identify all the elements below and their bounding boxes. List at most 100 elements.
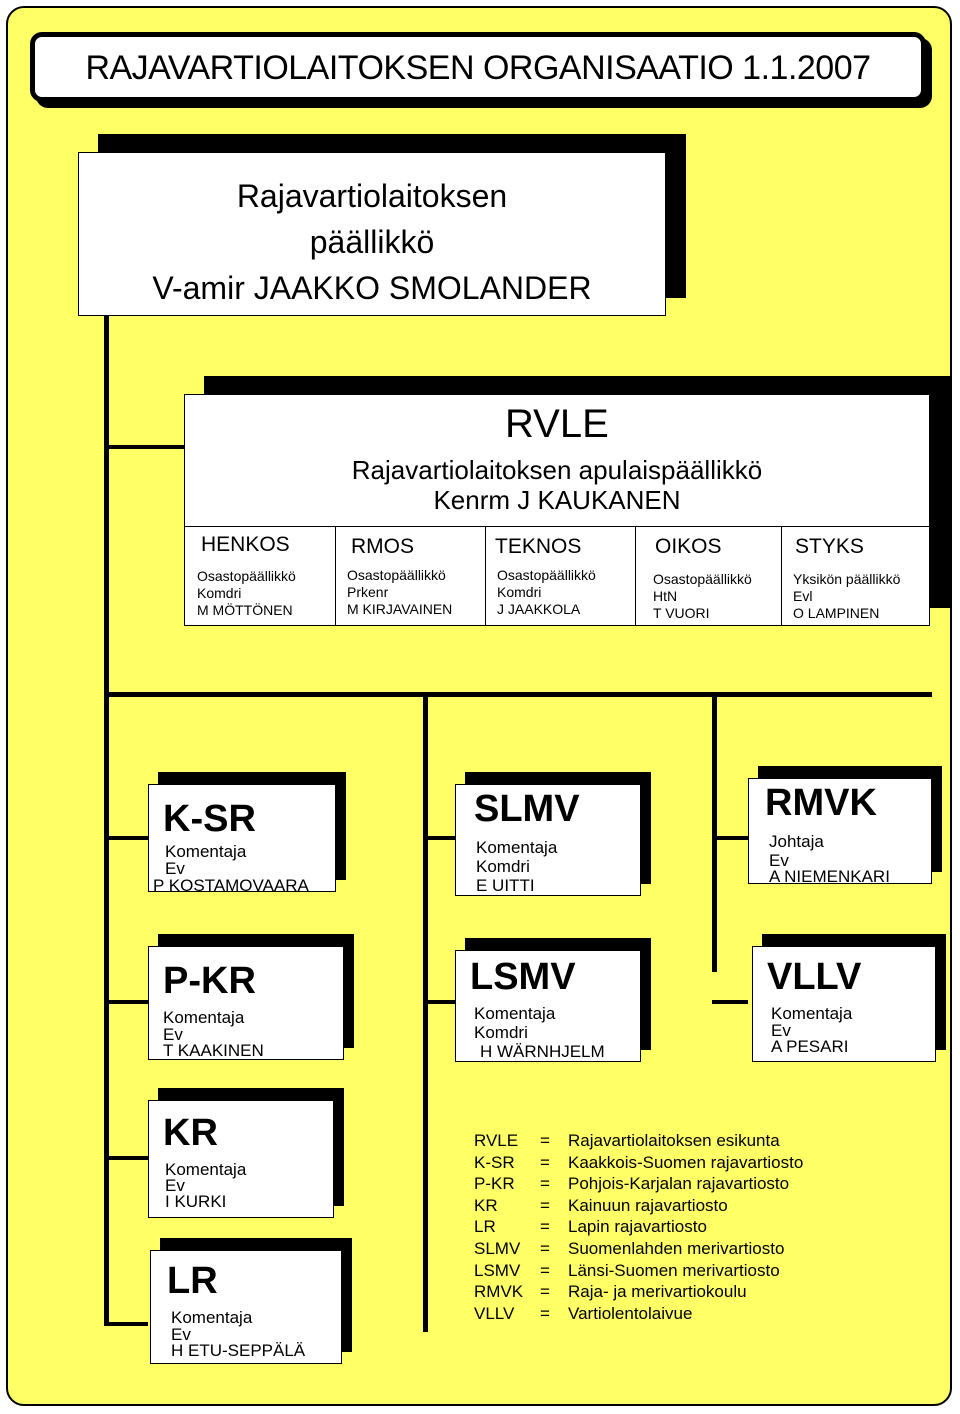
- chief-name: V-amir JAAKKO SMOLANDER: [152, 270, 592, 306]
- unit-person: H WÄRNHJELM: [480, 1042, 605, 1061]
- legend-abbr: SLMV: [474, 1238, 521, 1258]
- legend-eq: =: [540, 1152, 550, 1172]
- unit-role: Komentaja: [165, 842, 247, 861]
- connector-to-lsmv: [423, 1000, 455, 1004]
- dept-name: TEKNOS: [495, 535, 582, 558]
- legend-abbr: P-KR: [474, 1174, 515, 1194]
- page-title: RAJAVARTIOLAITOKSEN ORGANISAATIO 1.1.200…: [85, 49, 871, 87]
- dept-name: RMOS: [351, 535, 414, 558]
- dept-person: M MÖTTÖNEN: [197, 602, 293, 618]
- connector-horizontal-units: [104, 692, 932, 697]
- connector-to-vllv: [712, 1000, 748, 1004]
- unit-box-ksr: K-SR Komentaja Ev P KOSTAMOVAARA: [148, 784, 336, 895]
- dept-divider-3: [635, 526, 636, 626]
- legend-desc: Suomenlahden merivartiosto: [568, 1238, 785, 1258]
- unit-abbr: LR: [167, 1260, 218, 1302]
- rvle-person: Kenrm J KAUKANEN: [433, 485, 681, 515]
- unit-rank: Ev: [171, 1325, 191, 1344]
- legend-row: RVLE = Rajavartiolaitoksen esikunta: [474, 1130, 803, 1152]
- unit-box-lsmv: LSMV Komentaja Komdri H WÄRNHJELM: [455, 950, 641, 1062]
- dept-person: M KIRJAVAINEN: [347, 601, 453, 617]
- unit-role: Komentaja: [474, 1004, 556, 1023]
- dept-person: J JAAKKOLA: [497, 601, 581, 617]
- unit-box-kr: KR Komentaja Ev I KURKI: [148, 1100, 334, 1218]
- unit-abbr: P-KR: [163, 960, 256, 1002]
- connector-to-slmv: [423, 836, 455, 840]
- dept-role: Osastopäällikkö: [197, 568, 296, 584]
- connector-chief-to-rvle: [104, 445, 184, 449]
- unit-rank: Ev: [769, 851, 789, 870]
- dept-divider-2: [485, 526, 486, 626]
- unit-role: Komentaja: [165, 1160, 247, 1179]
- dept-rank: HtN: [653, 588, 678, 604]
- unit-box-lr: LR Komentaja Ev H ETU-SEPPÄLÄ: [150, 1250, 342, 1364]
- legend-abbr: KR: [474, 1195, 498, 1215]
- chief-title-line2: päällikkö: [309, 224, 435, 260]
- dept-role: Osastopäällikkö: [653, 571, 752, 587]
- legend-eq: =: [540, 1217, 550, 1237]
- legend-desc: Vartiolentolaivue: [568, 1303, 693, 1323]
- legend-row: KR=Kainuun rajavartiosto: [474, 1195, 803, 1217]
- legend-eq: =: [540, 1260, 550, 1280]
- connector-to-rmvk: [712, 836, 748, 840]
- rvle-role: Rajavartiolaitoksen apulaispäällikkö: [351, 455, 763, 485]
- dept-person: T VUORI: [653, 605, 710, 621]
- dept-role: Osastopäällikkö: [497, 567, 596, 583]
- unit-rank: Ev: [165, 1176, 185, 1195]
- rvle-box: RVLE Rajavartiolaitoksen apulaispäällikk…: [184, 394, 930, 626]
- legend-row: LSMV=Länsi-Suomen merivartiosto: [474, 1260, 803, 1282]
- legend-row: LR = Lapin rajavartiosto: [474, 1216, 803, 1238]
- abbreviation-legend: RVLE = Rajavartiolaitoksen esikunta K-SR = K…: [474, 1130, 803, 1324]
- legend-desc: Lapin rajavartiosto: [568, 1217, 707, 1237]
- unit-role: Johtaja: [769, 832, 824, 851]
- connector-mid-vertical: [423, 692, 428, 1332]
- chief-title-line1: Rajavartiolaitoksen: [236, 178, 508, 214]
- legend-abbr: K-SR: [474, 1152, 515, 1172]
- legend-row: P-KR = Pohjois-Karjalan rajavartiosto: [474, 1173, 803, 1195]
- unit-person: T KAAKINEN: [163, 1041, 264, 1060]
- legend-row: K-SR=Kaakkois-Suomen rajavartiosto: [474, 1152, 803, 1174]
- unit-abbr: RMVK: [765, 782, 877, 824]
- unit-abbr: KR: [163, 1112, 218, 1154]
- unit-person: P KOSTAMOVAARA: [153, 876, 309, 895]
- dept-name: STYKS: [795, 535, 864, 558]
- unit-person: E UITTI: [476, 876, 535, 895]
- legend-desc: Länsi-Suomen merivartiosto: [568, 1260, 780, 1280]
- legend-abbr: RMVK: [474, 1282, 524, 1302]
- legend-eq: =: [540, 1174, 550, 1194]
- legend-desc: Pohjois-Karjalan rajavartiosto: [568, 1174, 790, 1194]
- connector-to-lr: [104, 1322, 148, 1326]
- legend-eq: =: [540, 1238, 550, 1258]
- unit-role: Komentaja: [171, 1308, 253, 1327]
- legend-desc: Rajavartiolaitoksen esikunta: [568, 1131, 780, 1150]
- dept-divider-4: [781, 526, 782, 626]
- unit-abbr: LSMV: [470, 956, 576, 998]
- connector-right-vertical: [712, 692, 717, 972]
- legend-abbr: LR: [474, 1217, 496, 1237]
- legend-abbr: RVLE: [474, 1131, 519, 1150]
- connector-to-pkr: [104, 1000, 148, 1004]
- dept-role: Osastopäällikkö: [347, 567, 446, 583]
- legend-desc: Raja- ja merivartiokoulu: [568, 1282, 747, 1302]
- legend-eq: =: [540, 1131, 550, 1150]
- title-banner: RAJAVARTIOLAITOKSEN ORGANISAATIO 1.1.200…: [30, 32, 926, 102]
- unit-person: H ETU-SEPPÄLÄ: [171, 1341, 306, 1360]
- chief-box: Rajavartiolaitoksen päällikkö V-amir JAA…: [78, 152, 666, 316]
- rvle-abbr: RVLE: [505, 402, 609, 446]
- legend-row: VLLV=Vartiolentolaivue: [474, 1303, 803, 1325]
- dept-person: O LAMPINEN: [793, 605, 880, 621]
- dept-rank: Prkenr: [347, 584, 389, 600]
- unit-rank: Ev: [163, 1025, 183, 1044]
- dept-role: Yksikön päällikkö: [793, 571, 901, 587]
- connector-to-ksr: [104, 836, 148, 840]
- legend-row: SLMV = Suomenlahden merivartiosto: [474, 1238, 803, 1260]
- legend-eq: =: [540, 1303, 550, 1323]
- rvle-divider: [185, 526, 929, 527]
- legend-eq: =: [540, 1195, 550, 1215]
- unit-person: I KURKI: [165, 1192, 227, 1211]
- unit-abbr: K-SR: [163, 798, 256, 840]
- unit-abbr: VLLV: [767, 956, 862, 998]
- unit-box-pkr: P-KR Komentaja Ev T KAAKINEN: [148, 946, 344, 1060]
- unit-rank: Komdri: [476, 857, 530, 876]
- legend-eq: =: [540, 1282, 550, 1302]
